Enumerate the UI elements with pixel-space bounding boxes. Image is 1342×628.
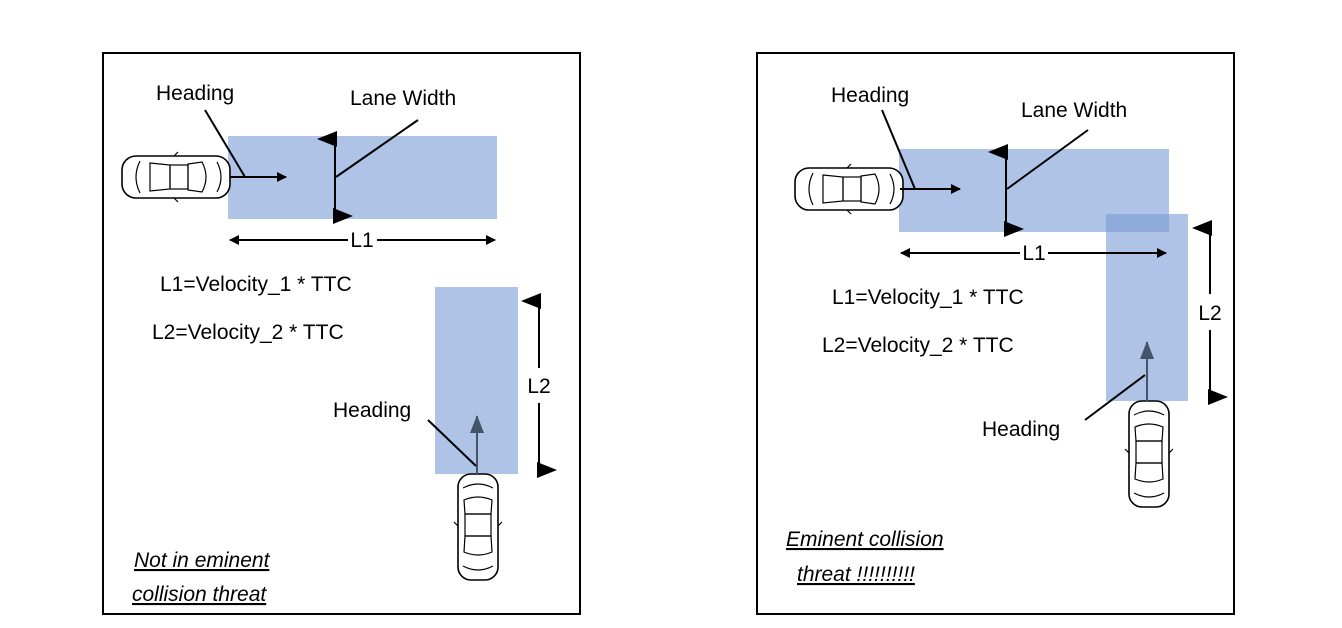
l2-label: L2 — [1198, 302, 1221, 325]
caption-line-2: threat !!!!!!!!!! — [797, 563, 915, 586]
heading-leader-2 — [1084, 374, 1146, 421]
heading-label-1: Heading — [156, 82, 234, 105]
l1-label: L1 — [350, 229, 373, 252]
heading-label-2: Heading — [982, 418, 1060, 441]
formula-1: L1=Velocity_1 * TTC — [832, 286, 1024, 309]
lane-width-leader — [1006, 129, 1089, 190]
panel-not-eminent: Heading Lane Width L1 L1=Velocity_1 * TT… — [102, 52, 581, 615]
heading-label-1: Heading — [831, 84, 909, 107]
lane-width-label: Lane Width — [350, 87, 456, 110]
panel-eminent: Heading Lane Width L1 L1=Velocity_1 * TT… — [756, 52, 1235, 615]
overlap-zone — [1106, 214, 1169, 232]
lane-width-leader — [335, 119, 419, 178]
car-1 — [794, 163, 904, 215]
lane-width-label: Lane Width — [1021, 99, 1127, 122]
caption-line-2: collision threat — [132, 583, 267, 606]
caption-line-1: Eminent collision — [786, 528, 944, 551]
formula-2: L2=Velocity_2 * TTC — [822, 334, 1014, 357]
car-2 — [453, 473, 503, 581]
car-2 — [1124, 400, 1174, 508]
heading-leader-1 — [881, 109, 916, 190]
l2-label: L2 — [527, 375, 550, 398]
heading-leader-2 — [427, 419, 477, 467]
caption-line-1: Not in eminent — [134, 549, 271, 572]
formula-1: L1=Velocity_1 * TTC — [160, 273, 352, 296]
heading-label-2: Heading — [333, 399, 411, 422]
l1-label: L1 — [1022, 242, 1045, 265]
heading-leader-1 — [204, 109, 246, 178]
formula-2: L2=Velocity_2 * TTC — [152, 321, 344, 344]
car-1 — [121, 151, 231, 203]
